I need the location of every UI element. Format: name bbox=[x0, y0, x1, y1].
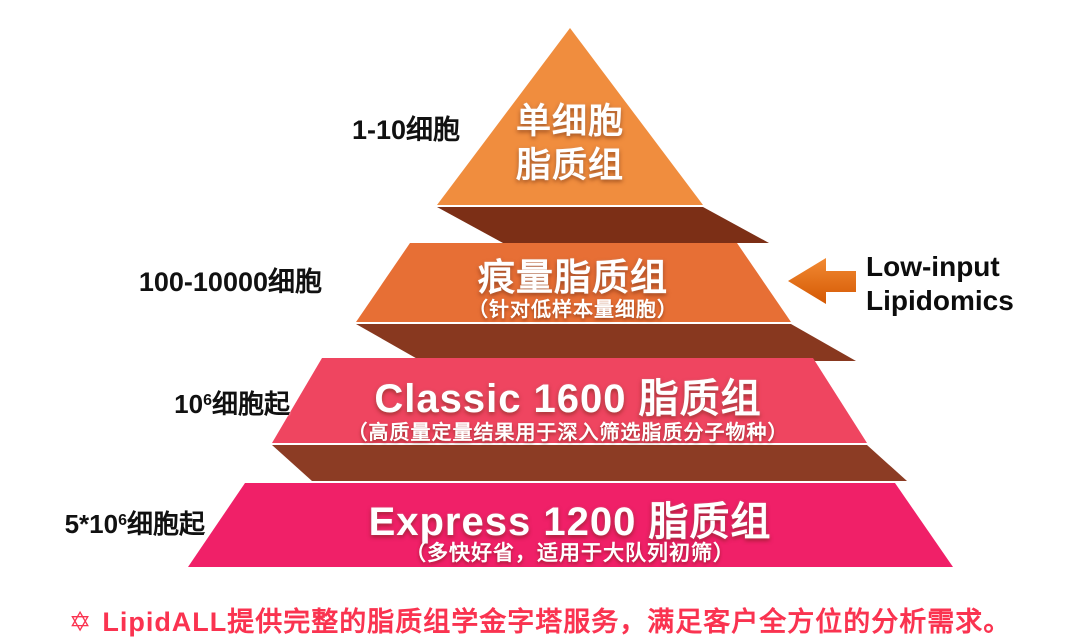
tier2-subtitle: （针对低样本量细胞） bbox=[468, 299, 678, 321]
tier4-cell-count-sup: 6 bbox=[118, 512, 127, 529]
tier3-cell-count-suffix: 细胞起 bbox=[211, 389, 290, 419]
tier3-cell-count-label: 106细胞起 bbox=[174, 384, 290, 421]
tier1-shadow-shape bbox=[437, 207, 769, 243]
low-input-callout: Low-input Lipidomics bbox=[866, 250, 1014, 318]
tier4-subtitle: （多快好省，适用于大队列初筛） bbox=[405, 542, 735, 565]
tier3-cell-count-prefix: 10 bbox=[174, 389, 204, 419]
footer-text: LipidALL提供完整的脂质组学金字塔服务，满足客户全方位的分析需求。 bbox=[102, 607, 1012, 637]
star-icon: ✡ bbox=[68, 607, 93, 637]
tier4-title: Express 1200 脂质组 bbox=[368, 500, 772, 544]
tier3-trapezoid-shape bbox=[272, 358, 867, 443]
tier4-trapezoid-shape bbox=[188, 483, 953, 567]
callout-line1: Low-input bbox=[866, 251, 1000, 282]
tier3-cell-count-sup: 6 bbox=[203, 392, 212, 409]
footer-tagline: ✡ LipidALL提供完整的脂质组学金字塔服务，满足客户全方位的分析需求。 bbox=[0, 600, 1080, 637]
left-arrow-icon bbox=[788, 258, 856, 304]
tier2-title: 痕量脂质组 bbox=[478, 257, 668, 298]
tier3-shadow-shape bbox=[272, 445, 907, 481]
tier1-title-line2: 脂质组 bbox=[515, 146, 624, 185]
tier2-cell-count-prefix: 100-10000细胞 bbox=[138, 267, 322, 297]
tier1-title-line1: 单细胞 bbox=[515, 102, 624, 141]
tier2-shadow-shape bbox=[356, 324, 856, 361]
tier2-cell-count-label: 100-10000细胞 bbox=[139, 260, 322, 299]
tier4-cell-count-label: 5*106细胞起 bbox=[65, 504, 205, 541]
callout-line2: Lipidomics bbox=[866, 285, 1014, 316]
tier1-triangle-shape bbox=[437, 28, 703, 205]
tier1-cell-count-label: 1-10细胞 bbox=[352, 108, 460, 147]
tier3-subtitle: （高质量定量结果用于深入筛选脂质分子物种） bbox=[347, 422, 789, 444]
tier3-title: Classic 1600 脂质组 bbox=[374, 377, 762, 421]
tier1-cell-count-prefix: 1-10细胞 bbox=[351, 115, 460, 145]
tier4-cell-count-suffix: 细胞起 bbox=[126, 509, 205, 539]
tier1-title: 单细胞 脂质组 bbox=[460, 100, 680, 188]
tier4-cell-count-prefix: 5*10 bbox=[64, 509, 119, 539]
tier2-trapezoid-shape bbox=[356, 243, 791, 322]
